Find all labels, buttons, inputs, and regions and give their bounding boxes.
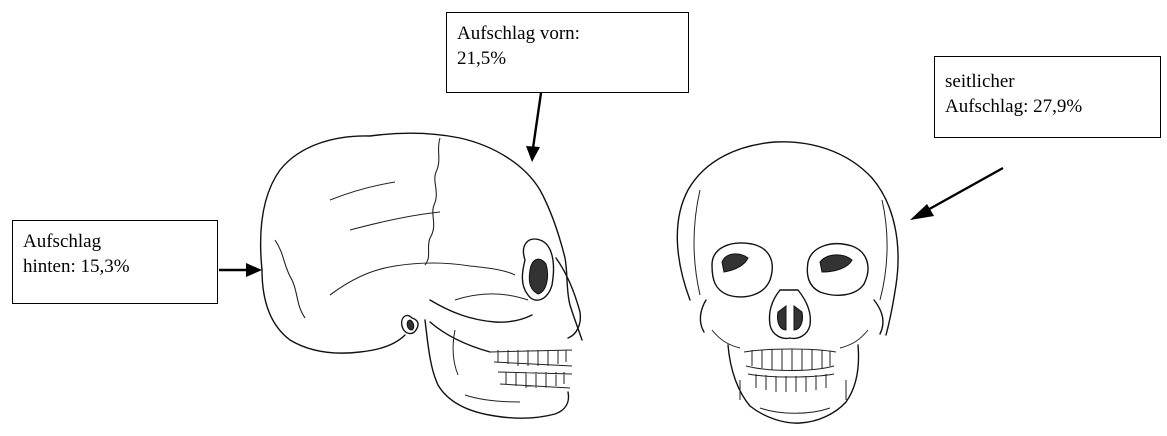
lateral-upper-teeth	[490, 350, 572, 366]
lateral-occipital	[262, 270, 405, 353]
frontal-upper-teeth	[744, 349, 836, 371]
arrow-back	[219, 263, 262, 277]
front-impact-label-line2: 21,5%	[457, 46, 678, 71]
left-orbit	[712, 243, 772, 297]
lateral-cranium-outline	[261, 133, 582, 340]
squamosal-suture	[330, 263, 515, 295]
front-impact-label: Aufschlag vorn: 21,5%	[446, 12, 689, 93]
frontal-mandible	[728, 345, 859, 423]
nasal-aperture	[769, 290, 810, 338]
side-impact-label-line1: seitlicher	[945, 69, 1150, 94]
lateral-skull	[261, 133, 582, 418]
coronal-suture	[425, 138, 440, 265]
lateral-lower-teeth	[498, 372, 572, 388]
frontal-cranium-outline	[677, 142, 898, 335]
frontal-skull	[677, 142, 898, 423]
back-impact-label-line2: hinten: 15,3%	[23, 254, 207, 279]
side-impact-label-line2: Aufschlag: 27,9%	[945, 94, 1150, 119]
front-impact-label-line1: Aufschlag vorn:	[457, 21, 678, 46]
back-impact-label-line1: Aufschlag	[23, 229, 207, 254]
frontal-lower-teeth	[748, 374, 834, 392]
arrow-side	[910, 168, 1003, 220]
arrow-front	[526, 93, 541, 162]
lambdoid-suture	[275, 240, 305, 318]
side-impact-label: seitlicher Aufschlag: 27,9%	[934, 56, 1161, 138]
back-impact-label: Aufschlag hinten: 15,3%	[12, 220, 218, 304]
lateral-zygomatic	[430, 300, 532, 322]
